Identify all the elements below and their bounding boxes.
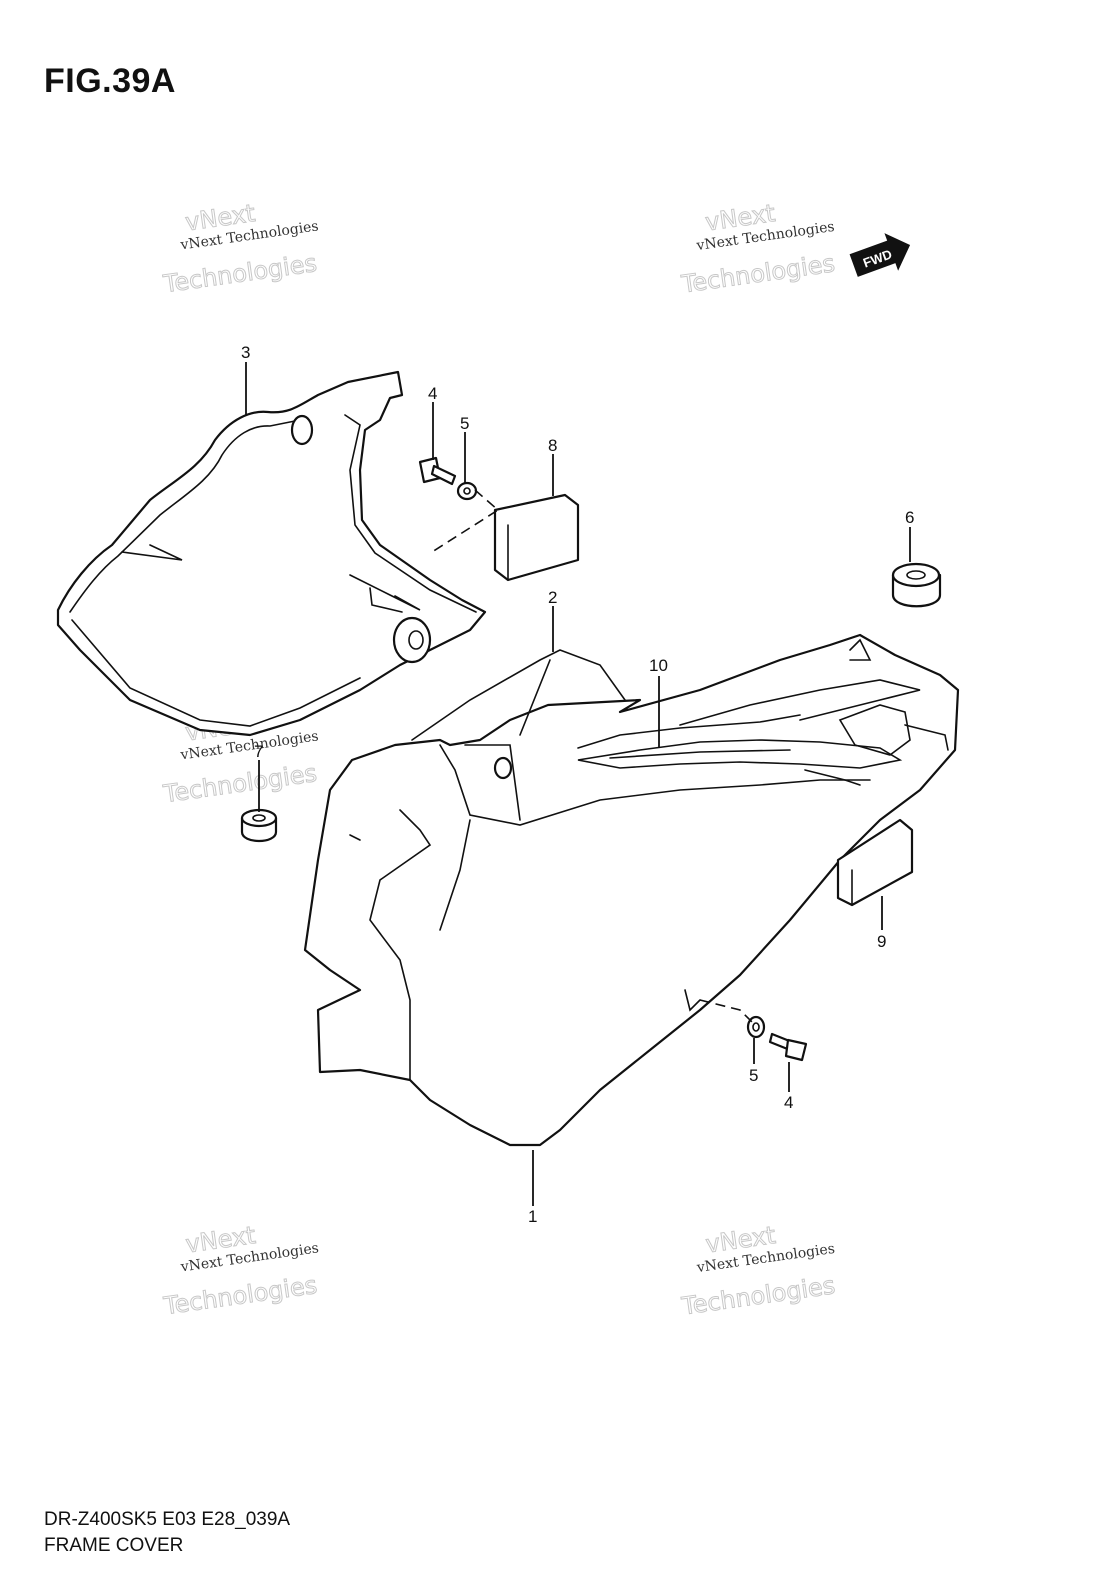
part-4-bolt-top — [418, 456, 457, 486]
part-10-emblem — [577, 739, 903, 786]
fwd-arrow-icon: FWD — [849, 233, 911, 277]
callout-1: 1 — [528, 1207, 537, 1226]
callout-6: 6 — [905, 508, 914, 527]
callout-4-bottom: 4 — [784, 1093, 793, 1112]
watermark-top-left: vNext vNext Technologies Technologies — [160, 199, 319, 299]
part-9-pad — [836, 818, 914, 907]
part-8-pad — [493, 493, 580, 582]
watermark-company: Technologies — [161, 1271, 319, 1320]
watermark-bottom-right: vNext vNext Technologies Technologies — [679, 1221, 838, 1322]
watermark-company: Technologies — [161, 249, 319, 298]
watermark-company: Technologies — [161, 759, 319, 808]
callout-2: 2 — [548, 588, 557, 607]
callout-9: 9 — [877, 932, 886, 951]
part-5-washer-top — [456, 481, 478, 501]
watermark-top-right: vNext vNext Technologies Technologies — [679, 199, 838, 300]
callout-3: 3 — [241, 343, 250, 362]
figure-title: FIG.39A — [44, 62, 176, 100]
figure-name: FRAME COVER — [44, 1535, 184, 1556]
watermark-bottom-left: vNext vNext Technologies Technologies — [161, 1221, 320, 1321]
callout-7: 7 — [254, 742, 263, 761]
part-3-left-frame-cover — [56, 370, 487, 737]
part-4-bolt-bottom — [768, 1032, 808, 1062]
callout-8: 8 — [548, 436, 557, 455]
callout-4-top: 4 — [428, 384, 437, 403]
part-1-right-frame-cover — [303, 633, 960, 1147]
part-7-grommet — [240, 808, 278, 843]
figure-code: DR-Z400SK5 E03 E28_039A — [44, 1509, 291, 1530]
callout-5-top: 5 — [460, 414, 469, 433]
part-6-grommet — [891, 562, 942, 608]
leader-lines — [245, 362, 911, 1206]
watermark-company: Technologies — [679, 249, 837, 298]
figure-footer: DR-Z400SK5 E03 E28_039A FRAME COVER — [44, 1507, 290, 1559]
part-5-washer-bottom — [746, 1015, 766, 1039]
watermark-company: Technologies — [679, 1271, 837, 1320]
alignment-line-bottom — [699, 999, 756, 1026]
callout-5-bottom: 5 — [749, 1066, 758, 1085]
callout-10: 10 — [649, 656, 668, 675]
alignment-line-top — [431, 489, 500, 553]
